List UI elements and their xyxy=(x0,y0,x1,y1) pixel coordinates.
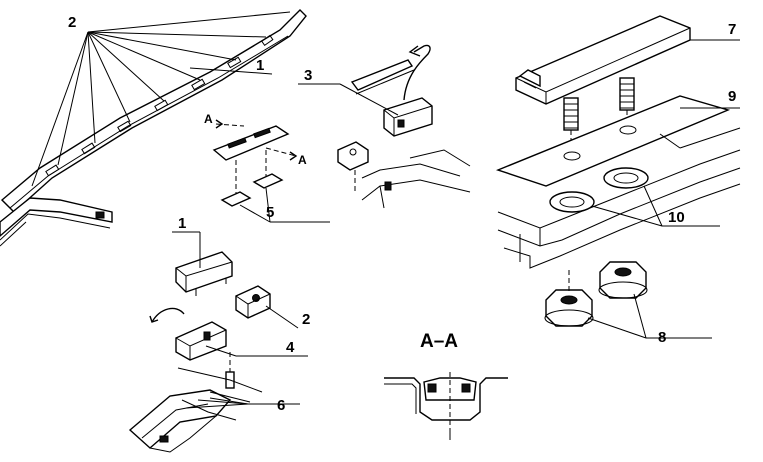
callout-1-top: 1 xyxy=(256,57,264,74)
callout-4: 4 xyxy=(286,339,295,356)
part-3-clip xyxy=(350,44,433,137)
callout-8: 8 xyxy=(658,329,666,346)
part-5-inserts xyxy=(220,173,284,207)
callout-6: 6 xyxy=(277,397,285,414)
callout-9: 9 xyxy=(728,88,736,105)
part-4-bracket xyxy=(175,321,227,361)
callout-2-top: 2 xyxy=(68,14,76,31)
callout-1-mid: 1 xyxy=(178,215,186,232)
callout-3: 3 xyxy=(304,67,312,84)
threaded-studs xyxy=(563,77,635,156)
slotted-plate xyxy=(212,125,290,195)
part-7-slide-rail xyxy=(515,15,691,105)
callout-2-mid: 2 xyxy=(302,311,310,328)
callout-5: 5 xyxy=(266,204,274,221)
roof-rail-assembly xyxy=(0,9,307,247)
part-2-upper-clip xyxy=(337,141,471,209)
callout-10: 10 xyxy=(668,209,685,226)
section-marker-left: A xyxy=(204,112,213,126)
part-2-mid-clip xyxy=(235,285,271,319)
section-title: A–A xyxy=(420,331,458,352)
section-markers: A A xyxy=(204,112,307,167)
section-view xyxy=(384,372,508,440)
part-10-washers xyxy=(549,167,649,213)
part-6-body-section xyxy=(128,352,263,453)
part-1-trim xyxy=(175,251,233,296)
part-8-flange-nuts xyxy=(544,261,648,327)
curved-arrow xyxy=(151,307,185,323)
roof-panel-section xyxy=(497,127,741,269)
section-marker-right: A xyxy=(298,153,307,167)
rail-slots xyxy=(45,34,274,177)
part-9-plate xyxy=(495,95,731,187)
callout-7: 7 xyxy=(728,21,736,38)
leader-lines-2-top xyxy=(31,11,291,187)
